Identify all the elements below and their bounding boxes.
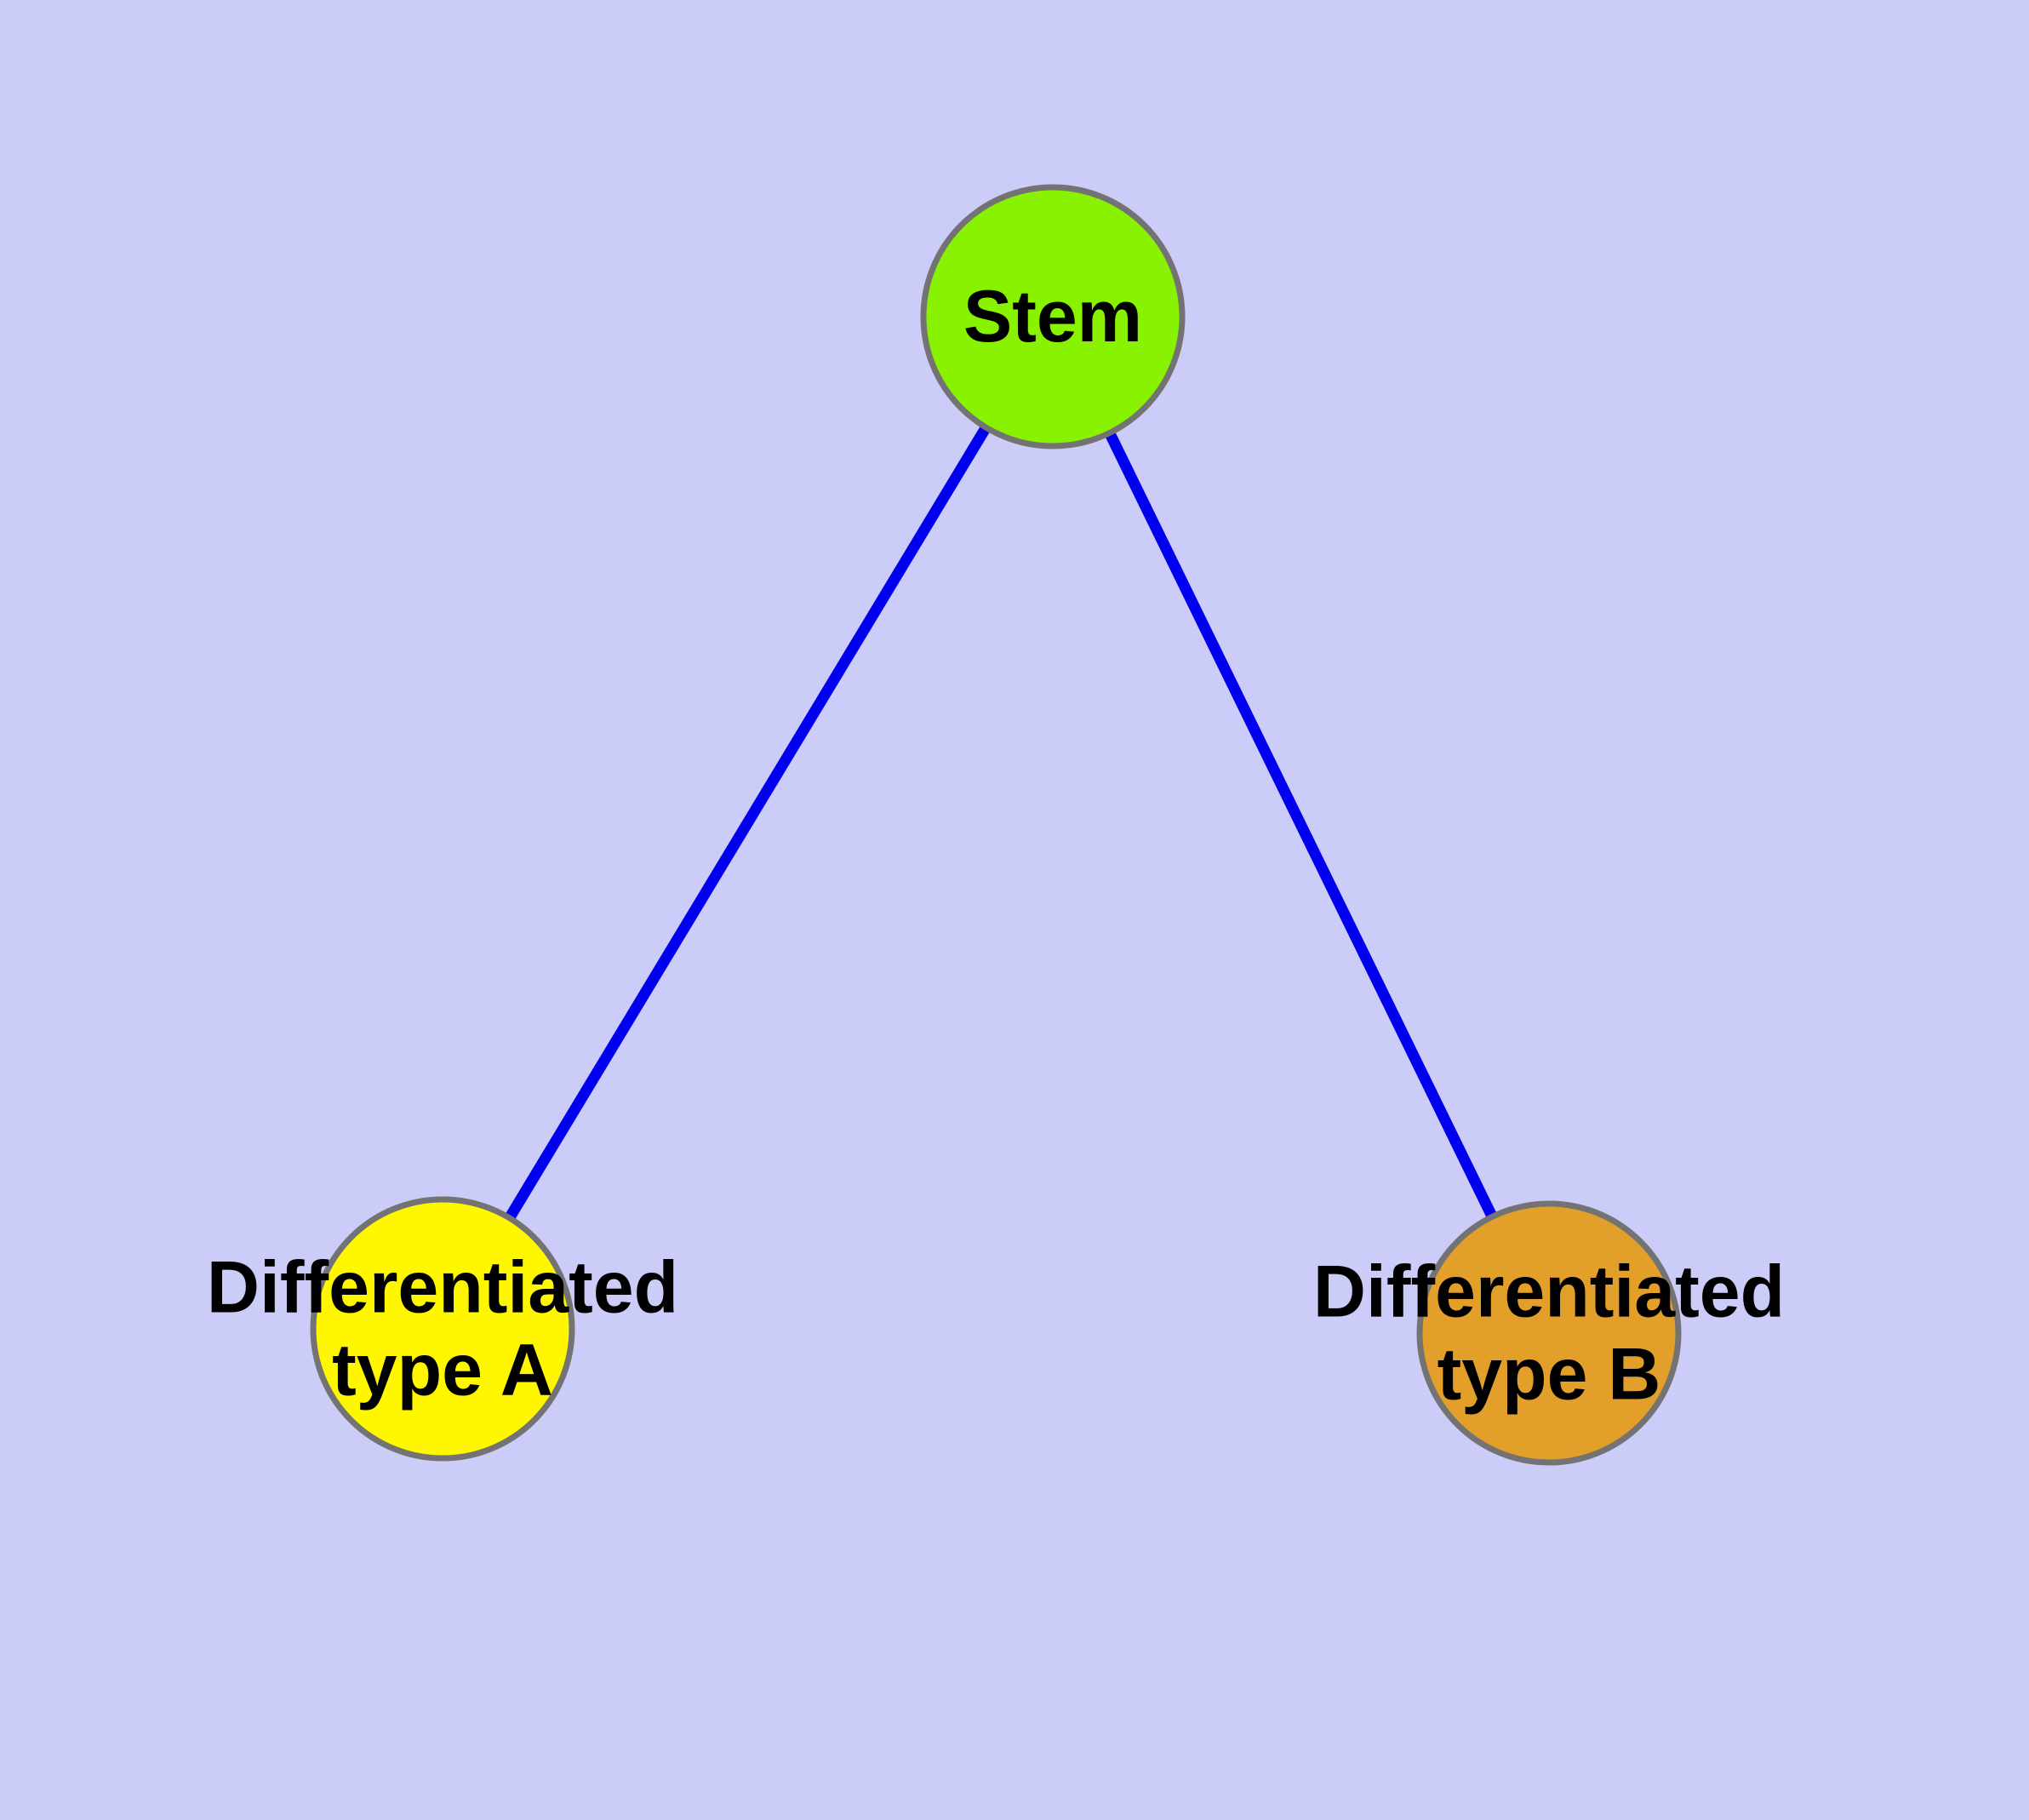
graph-node-diff_b[interactable] [1416, 1200, 1682, 1466]
graph-node-label-line: Stem [963, 276, 1142, 358]
graph-node-label-stem: Stem [963, 276, 1142, 358]
graph-node-label-line: Differentiated [207, 1247, 678, 1329]
edge-layer [504, 424, 1498, 1222]
node-layer [310, 184, 1682, 1466]
graph-edge[interactable] [504, 424, 992, 1222]
graph-edge[interactable] [1104, 430, 1498, 1220]
graph-node-diff_a[interactable] [310, 1196, 575, 1462]
graph-node-label-line: type A [332, 1330, 553, 1411]
graph-node-label-line: Differentiated [1313, 1251, 1785, 1333]
graph-node-stem[interactable] [920, 184, 1186, 449]
graph-node-label-line: type B [1437, 1334, 1661, 1416]
